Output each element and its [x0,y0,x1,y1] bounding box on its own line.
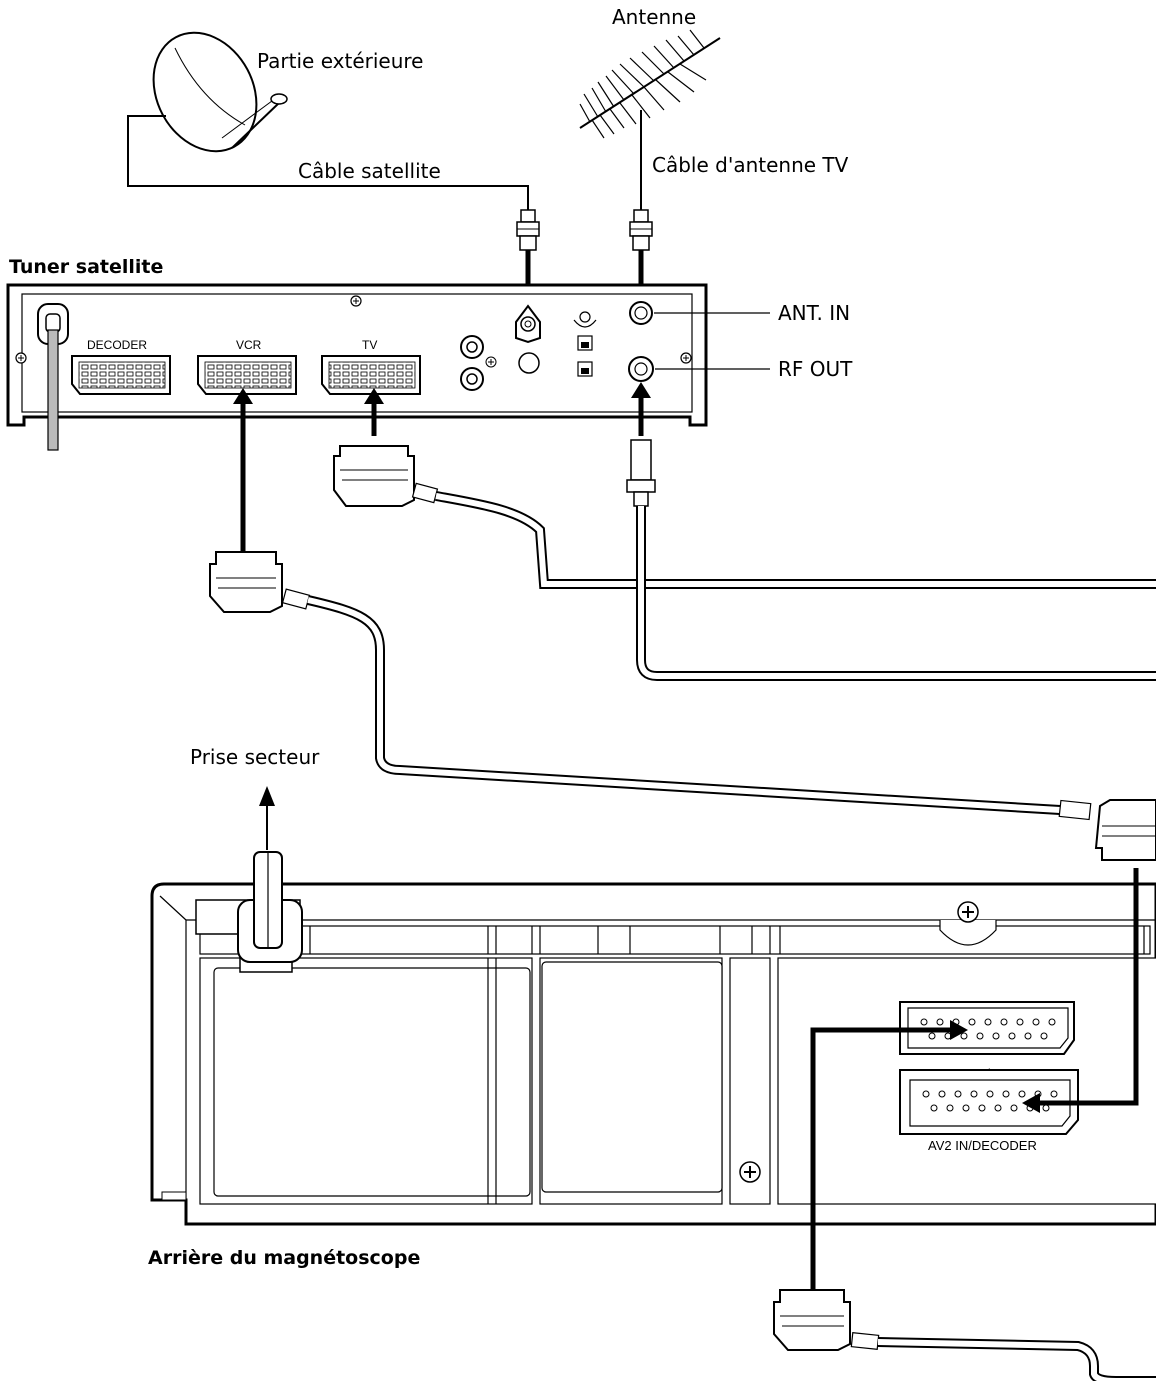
satellite-cable-label: Câble satellite [298,159,441,183]
vcr-rear-label: Arrière du magnétoscope [148,1247,420,1269]
scart-cable-av1 [773,1289,1156,1381]
power-cord-holder-icon [195,851,303,973]
satellite-dish-icon [152,31,288,153]
screw-icon [350,295,362,307]
av2-label: AV2 IN/DECODER [928,1138,1037,1153]
antenna-label: Antenne [612,5,696,29]
satellite-cable [127,115,529,210]
mains-label: Prise secteur [190,745,320,769]
screw-icon [739,1161,761,1183]
ant-in-port[interactable] [629,301,653,325]
satellite-input-port[interactable] [515,304,541,374]
tv-antenna-icon [579,29,721,139]
screw-icon [15,352,27,364]
dish-label: Partie extérieure [257,49,423,73]
scart-cable-vcr [209,388,1156,861]
vcr-rear: AV1 IN/OUT AV2 IN/DECODER [150,851,1156,1226]
scart-decoder-port[interactable] [71,355,171,395]
mains-arrow-icon [259,786,275,850]
screw-icon [957,901,979,923]
satellite-tuner: DECODER VCR TV [6,283,708,451]
rf-cable [626,382,1156,681]
tuner-title: Tuner satellite [9,256,163,278]
rf-out-port[interactable] [628,356,654,382]
av1-scart-port[interactable] [899,1001,1075,1055]
rca-jack-icon [460,335,497,391]
screw-icon [680,352,692,364]
switch-icon [573,311,597,377]
av2-scart-port[interactable] [899,1069,1079,1135]
tv-antenna-cable-label: Câble d'antenne TV [652,153,849,177]
port-vcr-label: VCR [236,338,262,352]
scart-vcr-port[interactable] [197,355,297,395]
scart-tv-port[interactable] [321,355,421,395]
ant-in-label: ANT. IN [778,301,850,325]
power-cord-icon [37,303,69,451]
av2-connection-arrow [1022,868,1139,1113]
rf-out-label: RF OUT [778,357,853,381]
av1-connection-arrow [810,1020,968,1290]
port-decoder-label: DECODER [87,338,147,352]
scart-cable-tv [333,388,1156,589]
port-tv-label: TV [362,338,377,352]
